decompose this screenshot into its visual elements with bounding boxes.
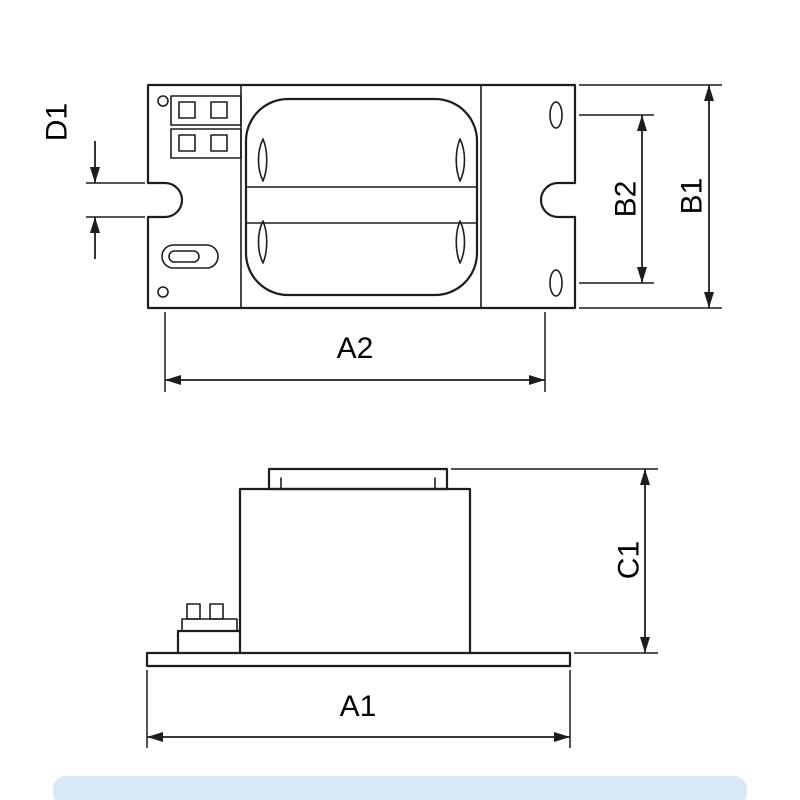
dimension-label-b1: B1 [676,178,709,215]
dimension-d1: D1 [41,103,145,259]
top-view [146,83,577,310]
side-view-body [238,487,472,655]
terminal-contact [178,134,196,152]
terminal-contact [210,101,228,119]
terminal-contact [209,603,224,620]
dimension-label-c1: C1 [613,541,646,579]
dimension-a1: A1 [146,670,571,748]
mounting-hole [157,286,169,298]
winding-detail [455,138,466,182]
winding-detail [455,220,466,264]
footer-band [53,776,747,800]
base-plate [145,651,572,668]
winding-detail [257,220,268,264]
terminal-block-base [181,618,238,632]
mounting-hole [157,95,169,107]
terminal-contact [178,101,196,119]
dimension-label-b2: B2 [610,181,643,218]
dimension-a2: A2 [164,312,546,392]
fixing-slot [549,269,563,297]
top-view-outline [146,83,577,310]
terminal-block-row [170,128,242,159]
coil-outline [244,97,479,297]
terminal-contact [210,134,228,152]
dimension-c1: C1 [451,468,658,654]
terminal-contact [186,603,201,620]
terminal-bracket [176,629,242,655]
dimension-label-d1: D1 [41,103,74,141]
mounting-slot-inner [168,250,200,263]
terminal-block-row [170,95,242,126]
fixing-slot [549,101,563,129]
side-view-cap [267,467,449,491]
mounting-slot-outer [161,244,219,269]
dimension-b2: B2 [579,114,654,284]
dimension-b1: B1 [579,84,722,309]
dimension-label-a2: A2 [337,332,374,365]
winding-detail [257,138,268,182]
side-view [145,467,572,668]
dimension-label-a1: A1 [340,690,377,723]
